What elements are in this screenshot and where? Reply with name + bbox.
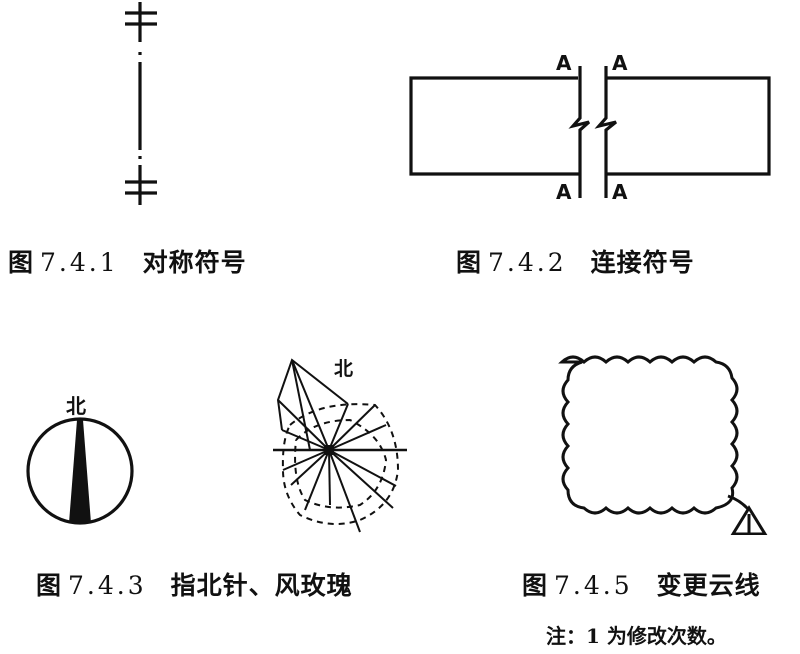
symmetry-symbol-diagram — [125, 2, 157, 205]
caption-prefix: 图 — [456, 248, 483, 277]
connection-label-a: A — [556, 180, 572, 204]
north-arrow-diagram: 北 — [26, 394, 134, 525]
wind-rose-north-label: 北 — [334, 358, 353, 380]
caption-number: 7.4.2 — [488, 248, 567, 277]
caption-number: 7.4.5 — [554, 571, 633, 600]
revision-marker: 1 — [752, 530, 753, 532]
caption-prefix: 图 — [522, 571, 549, 600]
caption-prefix: 图 — [8, 248, 35, 277]
caption-number: 7.4.1 — [40, 248, 119, 277]
caption-number: 7.4.3 — [68, 571, 147, 600]
caption-prefix: 图 — [36, 571, 63, 600]
caption-title: 对称符号 — [142, 248, 247, 277]
north-label: 北 — [66, 394, 86, 418]
connection-label-a: A — [612, 51, 628, 75]
connection-label-a: A — [612, 180, 628, 204]
revision-cloud-diagram: 1 — [558, 355, 768, 535]
wind-rose-center-icon — [324, 445, 334, 455]
caption-title: 变更云线 — [656, 571, 761, 600]
caption-title: 连接符号 — [590, 248, 695, 277]
wind-rose-diagram: 北 — [273, 358, 407, 533]
connection-symbol-diagram: A A A A — [409, 51, 771, 204]
caption-title: 指北针、风玫瑰 — [170, 571, 353, 600]
north-arrow-needle-icon — [69, 420, 91, 523]
connection-label-a: A — [556, 51, 572, 75]
figure-note: 注：1 为修改次数。 — [546, 624, 727, 648]
